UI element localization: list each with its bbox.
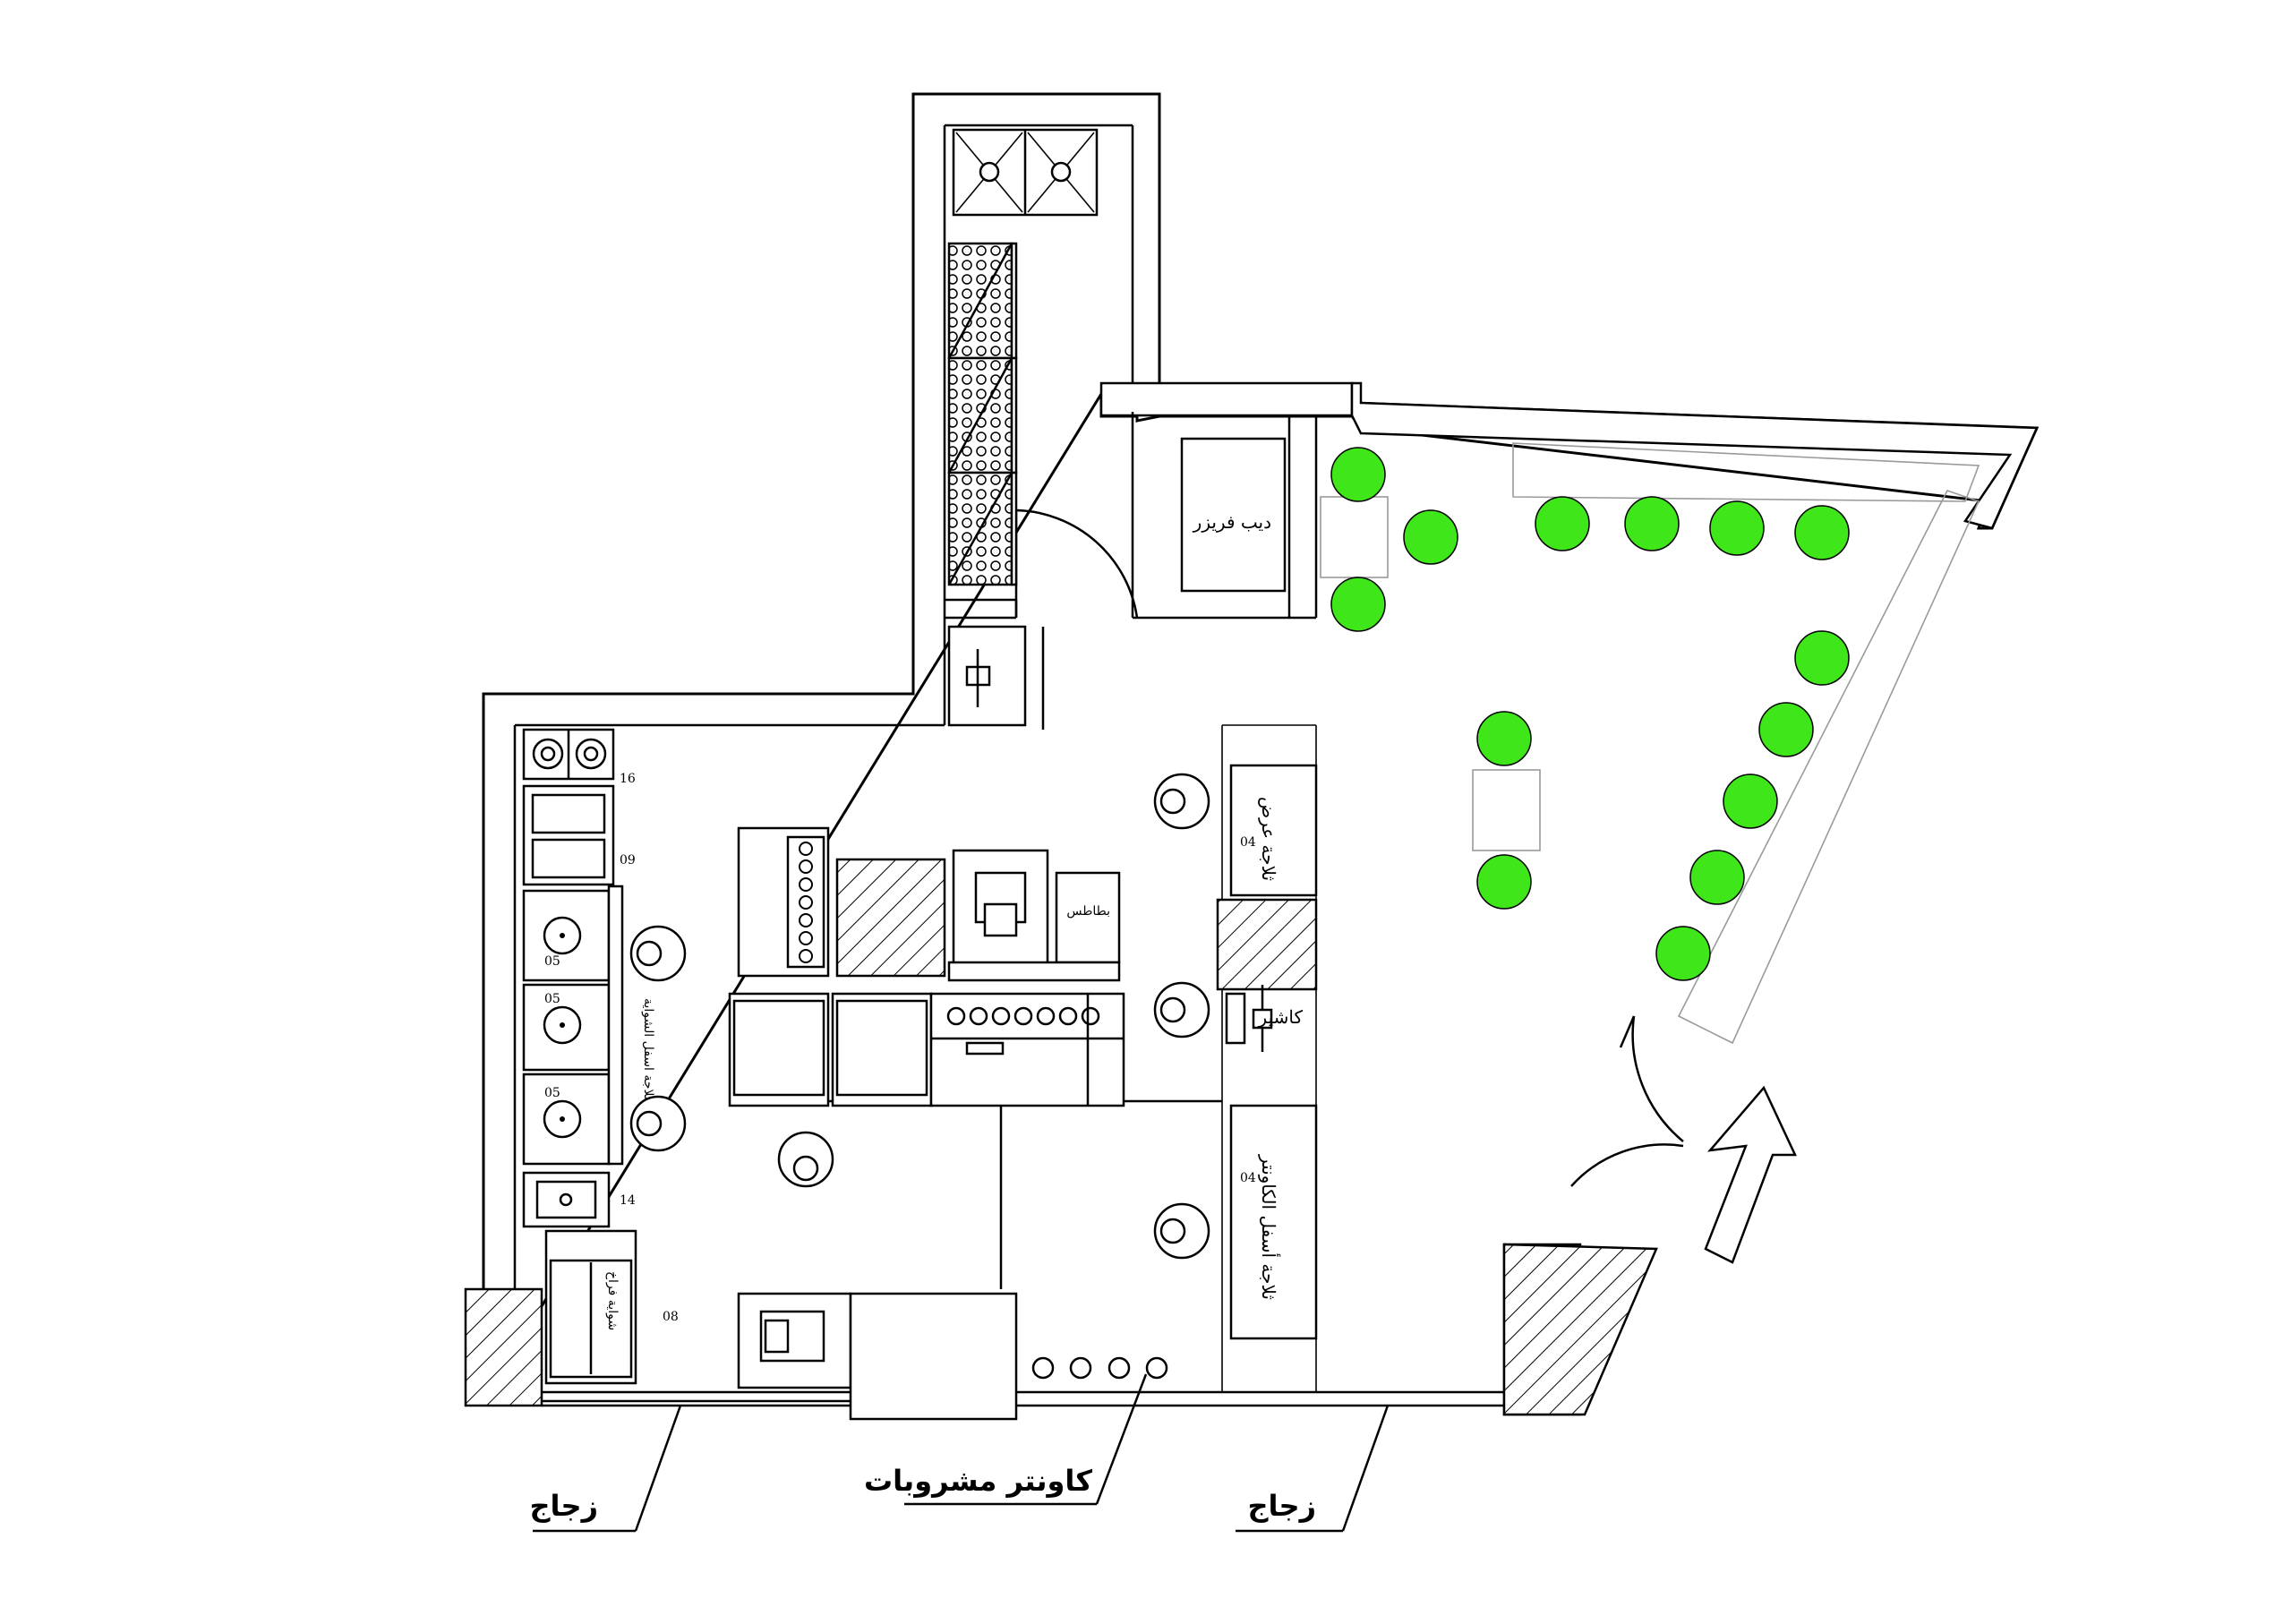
under-grill-fridge-label: ثلاجة اسفل الشواية [641,998,655,1100]
chef-figure-icon [629,925,687,982]
shawarma-2 [522,983,611,1072]
walls [482,92,2040,1407]
register [1225,992,1246,1045]
column-center [1216,898,1318,991]
deep-freezer: ديب فريزر [1180,437,1287,593]
stove-code: 16 [620,772,636,786]
column-right-angled [1502,1243,1658,1416]
grill-code: 08 [663,1310,679,1324]
svg-text:04: 04 [1240,835,1256,850]
corridor-equipment [947,128,1099,727]
callouts: زجاج كاونتر مشروبات زجاج [529,1373,1390,1533]
chef-figure-icon [1153,773,1210,830]
column-left [464,1287,543,1407]
display-fridge [1229,764,1318,897]
prep-table [835,858,946,978]
svg-text:بطاطس: بطاطس [1066,904,1110,919]
svg-text:ثلاجة أسفل الكاونتر: ثلاجة أسفل الكاونتر [1258,1154,1281,1300]
chef-figure-icon [629,1095,687,1152]
drinks-counter-label: كاونتر مشروبات [864,1464,1092,1498]
entry-arrow-icon [1704,1085,1797,1264]
central-equipment: بطاطس [728,826,1125,1421]
chef-figure-icon [1153,981,1210,1039]
fryer-code: 09 [620,853,636,868]
dining-area [1320,442,1980,1416]
svg-text:ثلاجة عرض: ثلاجة عرض [1258,797,1279,881]
svg-text:05: 05 [544,992,560,1006]
left-kitchen-line: 16 09 05 05 05 ثلاجة اسفل الشواية 14 شوا… [464,728,679,1407]
table-1 [1320,496,1389,578]
bar-counter-right [1677,490,1980,1045]
svg-text:05: 05 [544,1086,560,1100]
table-2 [1472,769,1541,851]
entrance-door[interactable] [1570,1015,1684,1187]
sink-code: 14 [620,1193,636,1208]
counter-fridge [1229,1104,1318,1340]
svg-text:شواية فراخ: شواية فراخ [605,1271,620,1330]
svg-text:04: 04 [1240,1171,1256,1185]
bar-counter-top [1512,442,1980,502]
chef-figure-icon [777,1131,834,1188]
chef-figure-icon [1153,1202,1210,1260]
corridor-door[interactable] [1014,509,1139,619]
freezer-label: ديب فريزر [1193,511,1271,533]
glass-label-left: زجاج [529,1489,598,1523]
cashier-label: كاشير [1258,1006,1304,1028]
svg-text:05: 05 [544,954,560,969]
cashier-area: ثلاجة عرض 04 كاشير ثلاجة أسفل الكاونتر 0… [1031,764,1318,1380]
glass-label-right: زجاج [1247,1489,1316,1523]
drinks-counter-block [849,1292,1018,1421]
potato-fryer [1055,871,1121,964]
chef-figures [629,773,1210,1260]
drinks-dispensers [1031,1356,1168,1380]
chairs [1330,447,1850,981]
